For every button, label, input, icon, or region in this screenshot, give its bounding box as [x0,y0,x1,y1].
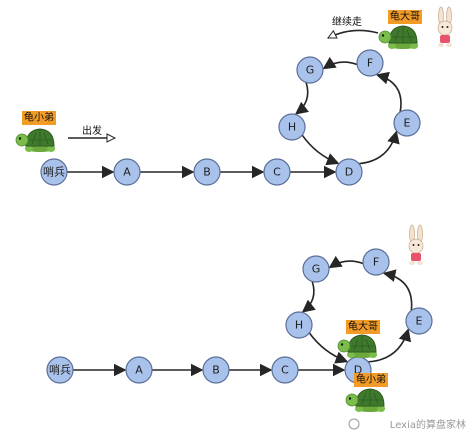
top-slow-turtle-tag: 龟小弟 [22,111,56,125]
bottom-edge-F-G [328,255,364,269]
top-node-H-circle [278,113,306,141]
bottom-fast-turtle-tag-bg [346,320,380,334]
bottom-node-A-label: A [135,364,143,377]
bottom-node-F: F [362,248,390,276]
top-node-B-circle [193,158,221,186]
top-slow-turtle-icon [15,128,56,153]
bottom-node-A: A [125,356,153,384]
bottom-rabbit-icon [408,224,424,266]
top-node-G: G [296,56,324,84]
top-node-G-label: G [306,64,315,77]
top-node-A-circle [113,158,141,186]
top-node-A: A [113,158,141,186]
bottom-node-A-circle [125,356,153,384]
top-node-H: H [278,113,306,141]
top-node-A-label: A [123,166,131,179]
top-node-E-label: E [404,117,411,130]
top-node-C: C [263,158,291,186]
bottom-slow-turtle-tag: 龟小弟 [354,373,388,387]
bottom-node-F-label: F [373,256,379,269]
top-node-F-label: F [367,57,373,70]
top-node-F: F [356,49,384,77]
bottom-node-B-label: B [212,364,220,377]
bottom-fast-turtle-tag-text: 龟大哥 [348,320,378,333]
bottom-slow-turtle-tag-bg [354,373,388,387]
top-node-D-circle [335,158,363,186]
bottom-slow-turtle-icon [345,388,386,413]
top-edge-G-H [294,82,309,115]
bottom-node-E-label: E [416,315,423,328]
top-slow-turtle-tag-text: 龟小弟 [24,112,54,124]
top-node-D-label: D [345,166,353,179]
bottom-fast-turtle-icon [337,334,378,359]
bottom-slow-turtle-tag-text: 龟小弟 [356,374,386,386]
bottom-node-sentinel-circle [46,356,74,384]
bottom-node-D-label: D [354,364,362,377]
bottom-node-C-circle [271,356,299,384]
top-continue-arrow [328,29,379,39]
top-edge-H-D [301,134,340,166]
watermark-icon [348,418,360,430]
bottom-node-sentinel-label: 哨兵 [49,364,71,377]
bottom-node-sentinel: 哨兵 [46,356,74,384]
bottom-node-H: H [285,311,313,339]
top-node-E: E [393,109,421,137]
top-node-G-circle [296,56,324,84]
bottom-node-C-label: C [281,364,289,377]
bottom-node-E: E [405,307,433,335]
top-node-E-circle [393,109,421,137]
bottom-node-E-circle [405,307,433,335]
bottom-edge-G-H [301,281,316,313]
bottom-fast-turtle-tag: 龟大哥 [346,320,380,334]
bottom-node-H-circle [285,311,313,339]
top-node-C-label: C [273,166,281,179]
bottom-node-F-circle [362,248,390,276]
top-rabbit-icon [437,6,453,48]
top-edge-F-G [322,56,358,70]
watermark-text: Lexia的算盘家林 [390,418,466,431]
top-fast-turtle-icon [378,25,419,50]
top-node-sentinel: 哨兵 [40,158,68,186]
top-continue-caption: 继续走 [332,15,362,28]
bottom-node-G-label: G [312,263,321,276]
top-node-D: D [335,158,363,186]
nodes-layer: 哨兵 A B C D E F G H 哨兵 A B C D E F G H [40,49,433,384]
bottom-node-C: C [271,356,299,384]
top-edge-E-F [375,71,402,113]
top-node-F-circle [356,49,384,77]
top-slow-turtle-tag-bg [22,111,56,125]
bottom-node-B-circle [202,356,230,384]
edges-layer [67,56,413,377]
top-node-sentinel-circle [40,158,68,186]
top-fast-turtle-tag: 龟大哥 [388,10,422,24]
bottom-node-H-label: H [295,319,303,332]
bottom-edge-D-E [368,328,412,363]
top-node-sentinel-label: 哨兵 [43,166,65,179]
top-node-H-label: H [288,121,296,134]
top-node-B: B [193,158,221,186]
bottom-node-G-circle [302,255,330,283]
top-fast-turtle-tag-bg [388,10,422,24]
bottom-edge-E-F [382,269,413,311]
top-fast-turtle-tag-text: 龟大哥 [390,10,420,23]
top-start-caption: 出发 [82,124,102,137]
top-node-B-label: B [203,166,211,179]
top-node-C-circle [263,158,291,186]
bottom-node-G: G [302,255,330,283]
bottom-node-B: B [202,356,230,384]
bottom-edge-H-D [308,332,349,364]
top-edge-D-E [358,130,400,165]
